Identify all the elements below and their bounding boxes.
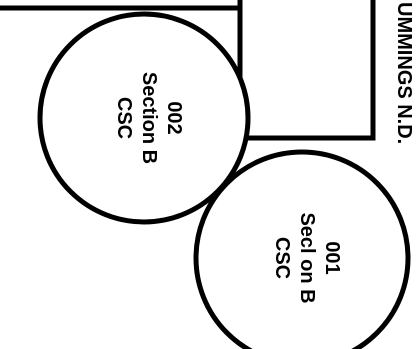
circle-002-code: 002	[163, 101, 185, 134]
circle-001-section: Secl on B	[296, 212, 318, 303]
circle-002-office: CSC	[113, 97, 135, 139]
rectangle-box	[237, 0, 376, 141]
circle-001-office: CSC	[271, 237, 293, 279]
header-text: UMMINGS N.D.	[393, 2, 415, 144]
circle-002-section: Section B	[138, 72, 160, 164]
circle-001	[193, 149, 411, 349]
circle-001-code: 001	[321, 241, 343, 274]
circle-002	[37, 11, 251, 225]
